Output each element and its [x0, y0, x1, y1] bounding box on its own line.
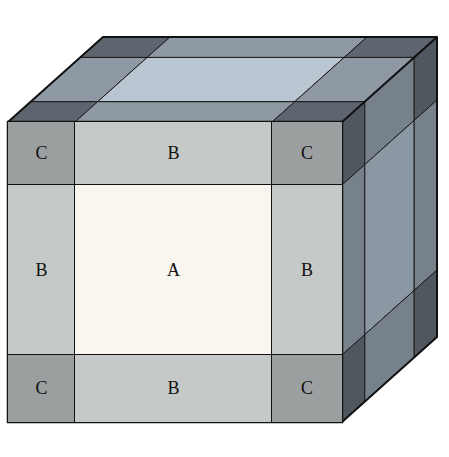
edge-region: B [74, 121, 273, 186]
front-face-outline [8, 122, 342, 422]
region-letter: B [301, 260, 313, 281]
top-face-panel [75, 102, 295, 122]
side-face-panel [365, 290, 414, 401]
center-region: A [74, 184, 273, 356]
corner-region: C [7, 121, 76, 186]
region-letter: C [301, 378, 313, 399]
corner-region: C [271, 121, 343, 186]
corner-region: C [7, 354, 76, 423]
prism-outline [342, 37, 437, 122]
region-letter: B [167, 378, 179, 399]
side-face-panel [342, 165, 365, 355]
prism-outline [8, 37, 437, 422]
side-face-panel [342, 335, 365, 422]
corner-region: C [271, 354, 343, 423]
edge-region: B [74, 354, 273, 423]
side-face-panel [414, 270, 437, 357]
region-letter: C [35, 378, 47, 399]
region-letter: A [167, 260, 180, 281]
top-face-panel [147, 37, 367, 57]
top-face-panel [272, 102, 365, 122]
edge-region: B [271, 184, 343, 356]
top-face-panel [344, 37, 437, 57]
region-letter: C [35, 143, 47, 164]
region-letter: B [35, 260, 47, 281]
top-face-panel [295, 57, 414, 101]
side-face-panel [414, 100, 437, 290]
edge-region: B [7, 184, 76, 356]
region-letter: C [301, 143, 313, 164]
region-letter: B [167, 143, 179, 164]
